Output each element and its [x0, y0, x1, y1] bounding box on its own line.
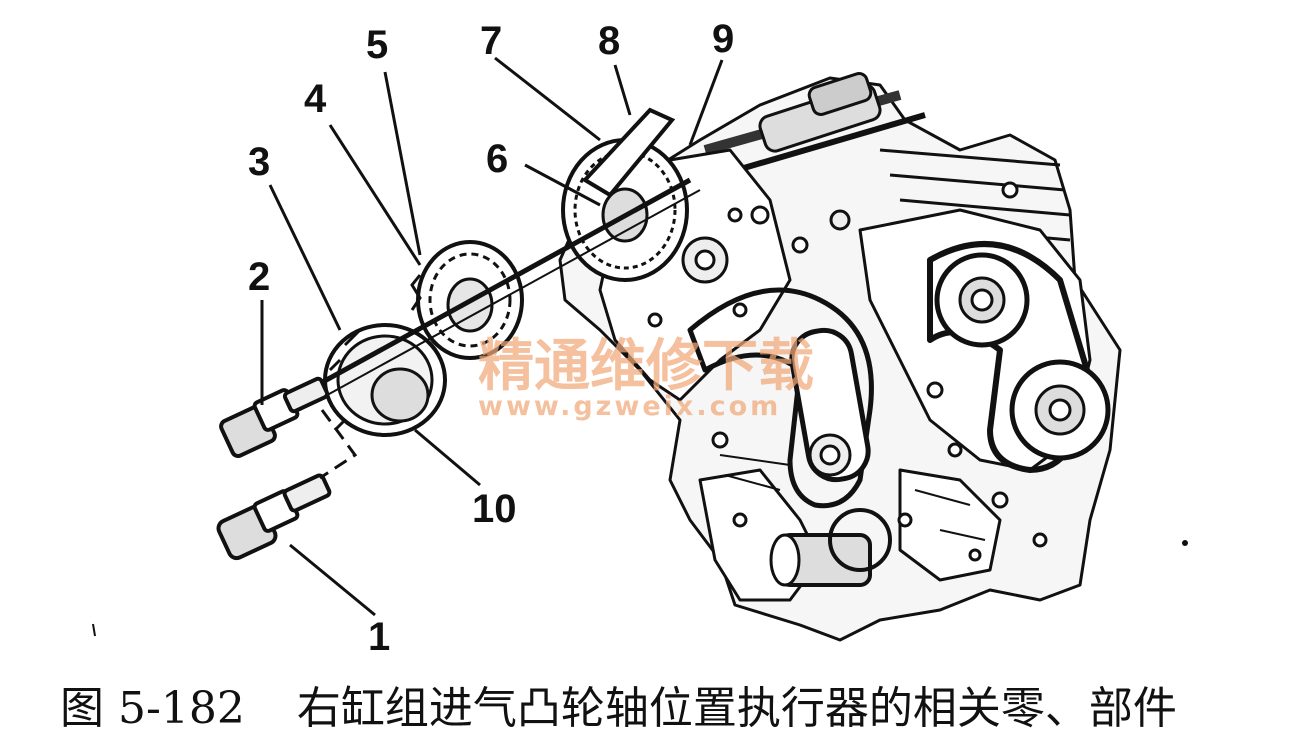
- callout-6: 6: [486, 137, 508, 181]
- callout-labels: 1 2 3 4 5 6 7 8 9 10: [248, 17, 734, 659]
- callout-2: 2: [248, 255, 270, 299]
- figure-caption: 图 5-182 右缸组进气凸轮轴位置执行器的相关零、部件: [60, 672, 1300, 734]
- callout-1: 1: [368, 615, 390, 659]
- watermark-text: 精通维修下载: [478, 334, 814, 399]
- watermark: 精通维修下载 www.gzweix.com: [478, 334, 814, 422]
- scan-speck: [1182, 540, 1188, 546]
- callout-8: 8: [598, 19, 620, 63]
- intake-cam-actuator: [323, 323, 447, 437]
- callout-9: 9: [712, 17, 734, 61]
- callout-5: 5: [366, 23, 388, 67]
- actuator-bolt: [219, 376, 330, 458]
- leader-lines: [260, 56, 724, 617]
- exploded-view-guide: [319, 409, 358, 480]
- callout-10: 10: [472, 487, 517, 531]
- callout-3: 3: [248, 140, 270, 184]
- callout-4: 4: [304, 77, 327, 121]
- actuator-solenoid-valve: [216, 473, 332, 561]
- watermark-url: www.gzweix.com: [478, 391, 781, 422]
- figure-number: 图 5-182: [60, 683, 245, 734]
- center-axis: [288, 177, 701, 411]
- scan-speck: [92, 623, 96, 637]
- callout-7: 7: [480, 19, 502, 63]
- figure-title: 右缸组进气凸轮轴位置执行器的相关零、部件: [296, 683, 1177, 734]
